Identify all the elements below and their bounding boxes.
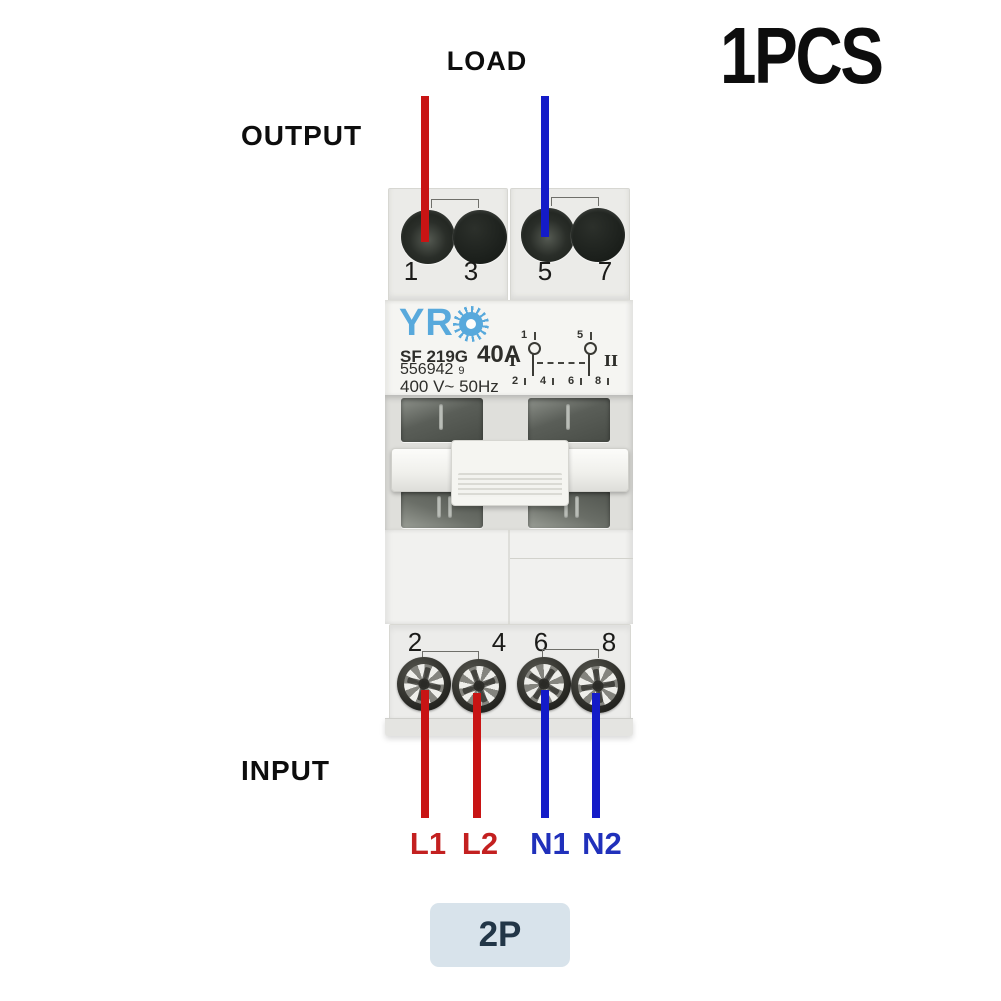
brand-logo: YR — [399, 302, 489, 345]
schematic-node-2: 2 — [512, 375, 519, 387]
serial-suffix: 9 — [458, 365, 465, 377]
model-row: SF 219G 40A — [400, 341, 521, 369]
terminal-hole-7 — [571, 208, 625, 262]
terminal-number-3: 3 — [463, 256, 479, 286]
serial-number: 556942 — [400, 361, 454, 378]
load-label: LOAD — [446, 46, 528, 76]
terminal-number-4: 4 — [491, 627, 507, 657]
terminal-pair-link-5-7 — [551, 197, 599, 206]
terminal-number-5: 5 — [537, 256, 553, 286]
terminal-pair-link-2-4 — [422, 651, 479, 660]
input-wire-l1 — [421, 690, 429, 818]
pole-variant-chip[interactable]: 2P — [430, 903, 570, 967]
serial-row: 556942 9 — [400, 361, 465, 379]
voltage-rating: 400 V~ 50Hz — [400, 377, 499, 396]
terminal-pair-link-6-8 — [542, 649, 599, 658]
terminal-hole-3 — [453, 210, 507, 264]
switch-schematic: 1 5 I II 2 4 6 8 — [509, 329, 623, 390]
schematic-contact-left — [528, 342, 541, 355]
sun-burst-logo-icon — [452, 305, 489, 342]
schematic-node-1: 1 — [521, 329, 528, 341]
schematic-position-II: II — [604, 352, 619, 370]
input-wire-n1 — [541, 690, 549, 818]
terminal-number-1: 1 — [403, 256, 419, 286]
schematic-node-4: 4 — [540, 375, 547, 387]
input-wire-n2 — [592, 693, 600, 818]
terminal-number-7: 7 — [597, 256, 613, 286]
current-rating: 40A — [477, 341, 522, 368]
model-number: SF 219G — [400, 347, 469, 366]
schematic-position-I: I — [509, 352, 517, 370]
wire-label-n1: N1 — [530, 826, 570, 861]
terminal-number-8: 8 — [601, 627, 617, 657]
wire-label-l2: L2 — [461, 826, 499, 861]
wire-label-n2: N2 — [582, 826, 622, 861]
output-label: OUTPUT — [241, 120, 363, 151]
load-wire-live — [421, 96, 429, 242]
brand-text: YR — [399, 302, 454, 344]
schematic-node-5: 5 — [577, 329, 584, 341]
schematic-node-6: 6 — [568, 375, 575, 387]
schematic-bridge — [537, 362, 585, 364]
transfer-switch-device: 1 3 5 7 YR SF 219G 40A 556942 9 400 V~ 5… — [385, 186, 633, 736]
schematic-contact-right — [584, 342, 597, 355]
terminal-pair-link-1-3 — [431, 199, 479, 208]
schematic-node-8: 8 — [595, 375, 602, 387]
load-wire-neutral — [541, 96, 549, 237]
input-wire-l2 — [473, 693, 481, 818]
switch-handle-grip[interactable] — [451, 440, 569, 506]
wire-label-l1: L1 — [409, 826, 447, 861]
input-label: INPUT — [241, 755, 330, 786]
quantity-label: 1PCS — [720, 11, 884, 100]
terminal-number-2: 2 — [407, 627, 423, 657]
din-base-strip — [385, 718, 633, 736]
